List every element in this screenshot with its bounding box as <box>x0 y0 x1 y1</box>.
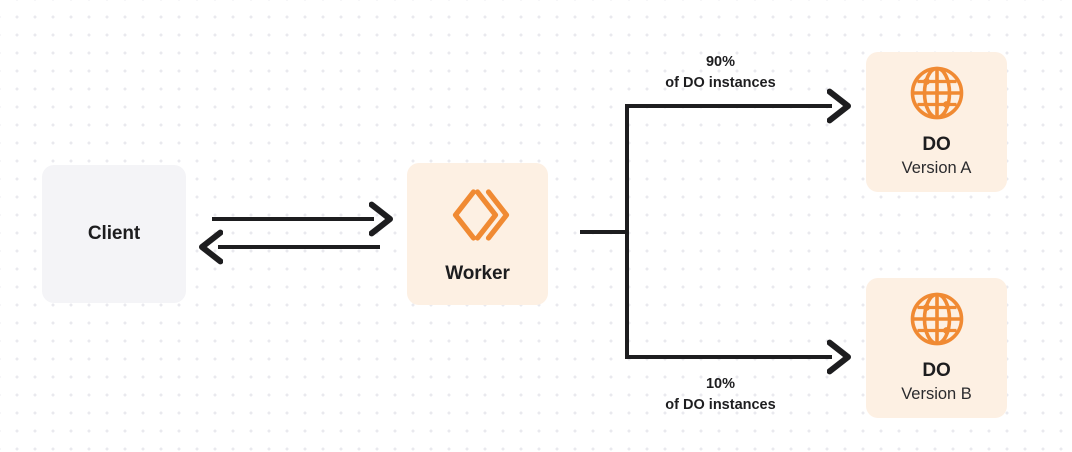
edge-label-do-a-text: of DO instances <box>665 75 776 92</box>
node-do-b-sublabel: Version B <box>901 385 972 404</box>
edge-label-do-b: 10% of DO instances <box>628 374 813 416</box>
node-worker: Worker <box>407 163 548 305</box>
node-client-label: Client <box>87 223 141 245</box>
node-client: Client <box>42 165 186 303</box>
edge-label-do-a-percent: 90% <box>705 54 736 70</box>
node-do-a-label: DO <box>922 134 951 156</box>
globe-icon <box>908 290 966 348</box>
globe-icon <box>908 64 966 122</box>
edge-worker-split-stub <box>580 104 629 359</box>
node-do-version-b: DO Version B <box>866 278 1007 418</box>
node-do-b-label: DO <box>922 360 951 382</box>
cloudflare-workers-icon <box>446 183 510 247</box>
edge-label-do-a: 90% of DO instances <box>628 52 813 94</box>
edge-label-do-b-percent: 10% <box>705 376 736 392</box>
node-do-a-sublabel: Version A <box>901 159 972 178</box>
edge-label-do-b-text: of DO instances <box>665 397 776 414</box>
node-do-version-a: DO Version A <box>866 52 1007 192</box>
node-worker-label: Worker <box>445 263 510 285</box>
